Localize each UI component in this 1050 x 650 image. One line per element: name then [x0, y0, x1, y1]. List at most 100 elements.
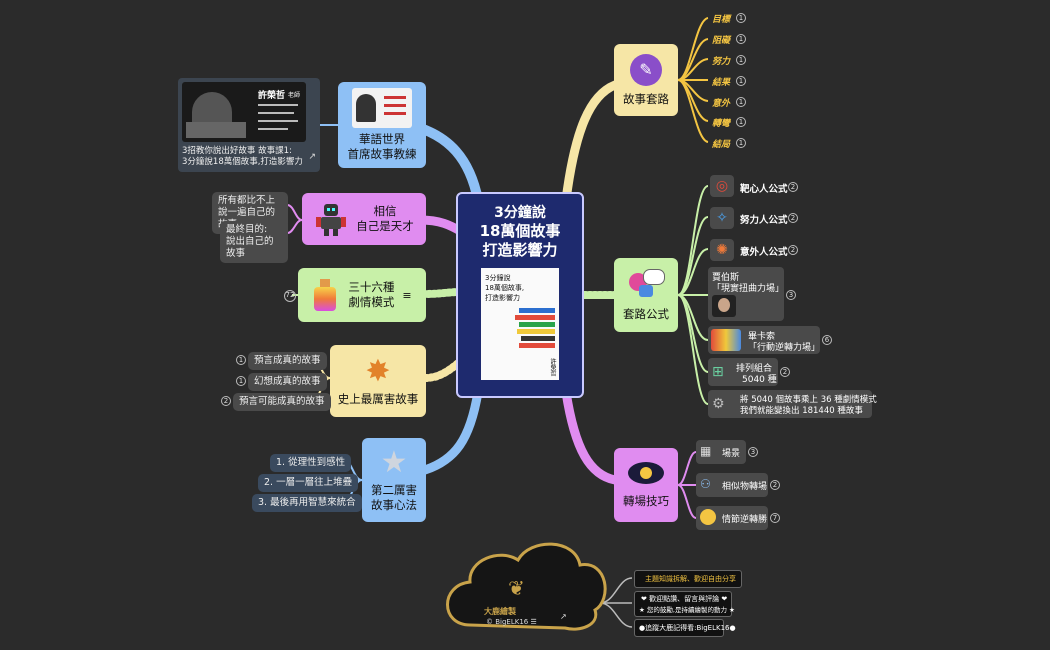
footer-note-3[interactable]: ●追蹤大鹿記得看:BigELK16●	[634, 619, 736, 637]
routine-count-1[interactable]: 1	[736, 13, 746, 23]
center-title-3: 打造影響力	[482, 241, 558, 259]
formula-label: 套路公式	[623, 306, 669, 321]
routine-label: 故事套路	[623, 91, 669, 106]
footer-note-1[interactable]: 主題知識拆解、歡迎自由分享	[634, 570, 742, 588]
cool-face-icon	[700, 509, 716, 525]
footer-note-2[interactable]: ❤ 歡迎點讚、留言與評論 ❤ ★ 您的鼓勵,是持續繪製的動力 ★	[634, 591, 735, 617]
best-item-2[interactable]: 幻想成真的故事	[248, 373, 327, 391]
plots-node[interactable]: 三十六種 劇情模式 ≡	[298, 268, 426, 322]
routine-item-2[interactable]: 阻礙	[712, 36, 731, 46]
best-count-1[interactable]: 1	[236, 355, 246, 365]
best-item-3[interactable]: 預言可能成真的故事	[233, 393, 331, 411]
formula-item-1[interactable]: 靶心人公式	[740, 184, 788, 195]
chat-icon	[629, 268, 665, 299]
jobs-line-2: 「現實扭曲力場」	[712, 284, 785, 294]
second-item-2[interactable]: 2. 一層一層往上堆疊	[258, 474, 359, 492]
formula-count-3[interactable]: 2	[788, 245, 798, 255]
second-item-3[interactable]: 3. 最後再用智慧來統合	[252, 494, 362, 512]
formula-node[interactable]: 套路公式	[614, 258, 678, 332]
routine-item-5[interactable]: 意外	[712, 99, 731, 109]
teacher-node[interactable]: 華語世界 首席故事教練	[338, 82, 426, 168]
target-icon: ◎	[710, 175, 734, 197]
link-second	[420, 387, 483, 475]
transition-label: 轉場技巧	[623, 493, 669, 508]
picasso-line-2: 「行動逆轉力場」	[748, 343, 821, 353]
center-node[interactable]: 3分鐘說 18萬個故事 打造影響力 3分鐘說 18萬個故事, 打造影響力 許榮哲	[456, 192, 584, 398]
star-burst-icon: ✸	[365, 353, 391, 389]
jobs-card[interactable]: 賈伯斯 「現實扭曲力場」	[708, 267, 784, 321]
routine-count-7[interactable]: 1	[736, 138, 746, 148]
routine-item-4[interactable]: 結果	[712, 78, 731, 88]
combo-card[interactable]: ⊞ 排列組合 5040 種	[708, 358, 778, 386]
transition-node[interactable]: 轉場技巧	[614, 448, 678, 522]
combo-line-2: 5040 種	[742, 375, 777, 385]
transition-count-3[interactable]: 7	[770, 513, 780, 523]
routine-item-1[interactable]: 目標	[712, 15, 731, 25]
teacher-label-1: 華語世界	[359, 132, 405, 146]
formula-item-3[interactable]: 意外人公式	[740, 247, 788, 258]
genius-label-1: 相信	[373, 204, 397, 218]
best-item-1[interactable]: 預言成真的故事	[248, 352, 327, 370]
routine-item-7[interactable]: 結局	[712, 140, 731, 150]
transition-item-1[interactable]: ▦ 場景	[696, 440, 746, 464]
second-label-2: 故事心法	[371, 498, 417, 512]
book-title-3: 打造影響力	[485, 294, 520, 302]
second-label-1: 第二厲害	[371, 483, 417, 497]
result-line-2: 我們就能變換出 181440 種故事	[740, 406, 863, 416]
transition-item-2[interactable]: ⚇ 相似物轉場	[696, 473, 768, 497]
picasso-photo	[711, 329, 741, 351]
book-cover: 3分鐘說 18萬個故事, 打造影響力 許榮哲	[481, 268, 559, 380]
plots-label-1: 三十六種	[348, 280, 395, 294]
teacher-thumb	[352, 88, 412, 128]
transition-count-2[interactable]: 2	[770, 480, 780, 490]
picasso-card[interactable]: 畢卡索 「行動逆轉力場」	[708, 326, 820, 354]
teacher-video-card[interactable]: 許榮哲 老師 3招教你說出好故事 故事課1: 3分鐘說18萬個故事,打造影響力 …	[178, 78, 320, 172]
picasso-count[interactable]: 6	[822, 335, 832, 345]
best-count-2[interactable]: 1	[236, 376, 246, 386]
notes-icon[interactable]: ≡	[402, 288, 412, 302]
potion-icon	[312, 279, 338, 311]
link-routine	[561, 80, 620, 205]
jobs-count[interactable]: 3	[786, 290, 796, 300]
second-node[interactable]: ★ 第二厲害 故事心法	[362, 438, 426, 522]
formula-count-2[interactable]: 2	[788, 213, 798, 223]
transition-item-3[interactable]: 情節逆轉勝	[696, 506, 768, 530]
routine-count-4[interactable]: 1	[736, 76, 746, 86]
video-thumbnail[interactable]: 許榮哲 老師	[182, 82, 306, 142]
jobs-photo	[712, 295, 736, 317]
genius-label-2: 自己是天才	[356, 219, 414, 233]
formula-item-2[interactable]: 努力人公式	[740, 215, 788, 226]
external-link-icon[interactable]: ↗	[308, 152, 316, 162]
center-title-2: 18萬個故事	[479, 222, 561, 240]
best-node[interactable]: ✸ 史上最厲害故事	[330, 345, 426, 417]
plots-count[interactable]: 72	[284, 290, 296, 302]
video-caption-1: 3招教你說出好故事 故事課1:	[182, 146, 292, 156]
clapperboard-icon: ▦	[700, 444, 712, 458]
routine-item-3[interactable]: 努力	[712, 57, 731, 67]
result-card[interactable]: ⚙ 將 5040 個故事乘上 36 種劇情模式 我們就能變換出 181440 種…	[708, 390, 877, 418]
second-item-1[interactable]: 1. 從理性到感性	[270, 454, 352, 472]
routine-count-5[interactable]: 1	[736, 97, 746, 107]
routine-node[interactable]: ✎ 故事套路	[614, 44, 678, 116]
genius-node[interactable]: 相信 自己是天才	[302, 193, 426, 245]
video-caption-2: 3分鐘說18萬個故事,打造影響力	[182, 157, 303, 167]
objects-icon: ⚇	[700, 477, 711, 491]
formula-count-1[interactable]: 2	[788, 182, 798, 192]
genius-note-2[interactable]: 最終目的: 說出自己的故事	[220, 221, 288, 263]
teacher-label-2: 首席故事教練	[347, 147, 417, 161]
book-title-1: 3分鐘說	[485, 274, 511, 282]
transition-count-1[interactable]: 3	[748, 447, 758, 457]
hierarchy-icon: ⊞	[712, 364, 724, 380]
cloud-link-icon[interactable]: ↗	[560, 612, 567, 621]
routine-count-6[interactable]: 1	[736, 117, 746, 127]
result-line-1: 將 5040 個故事乘上 36 種劇情模式	[740, 395, 877, 405]
video-name: 許榮哲	[258, 91, 286, 101]
cloud-handle: © BigELK16 ☰	[486, 618, 537, 626]
combo-count[interactable]: 2	[780, 367, 790, 377]
best-count-3[interactable]: 2	[221, 396, 231, 406]
routine-item-6[interactable]: 轉彎	[712, 119, 731, 129]
deer-logo-icon: ❦	[508, 576, 525, 600]
routine-count-3[interactable]: 1	[736, 55, 746, 65]
routine-count-2[interactable]: 1	[736, 34, 746, 44]
book-title-2: 18萬個故事,	[485, 284, 525, 292]
